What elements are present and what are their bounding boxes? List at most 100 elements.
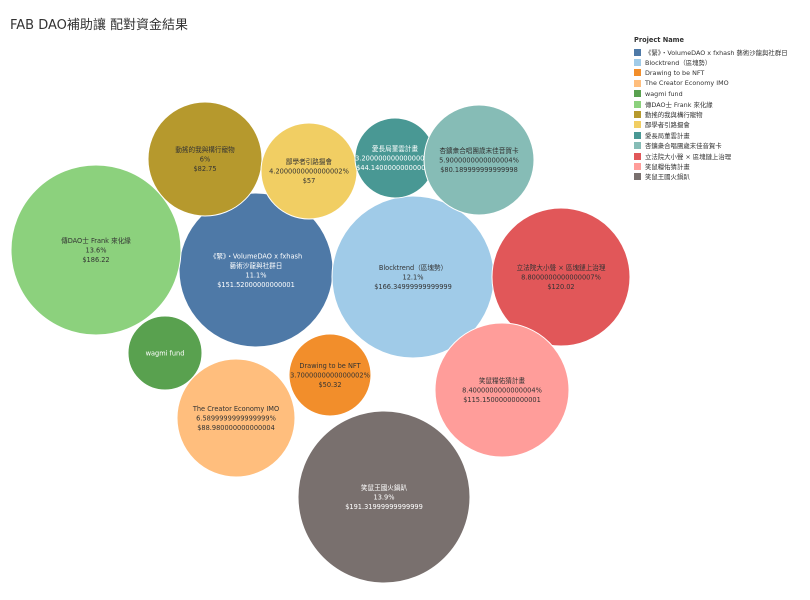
- bubble-0-percent: 11.1%: [246, 271, 267, 279]
- bubble-1-label-0: Blocktrend（區塊勢）: [379, 263, 447, 272]
- bubble-10-value: $120.02: [547, 283, 574, 291]
- legend-item-9[interactable]: 杏鑛衆合唱團歲末佳音賀卡: [634, 141, 806, 151]
- legend-item-7[interactable]: 鄙學者引路摄會: [634, 120, 806, 130]
- bubble-5-percent: 13.6%: [86, 247, 107, 255]
- chart-title: FAB DAO補助讓 配對資金結果: [10, 18, 189, 33]
- bubble-2[interactable]: Drawing to be NFT 3.7000000000000002%$50.…: [288, 333, 372, 417]
- bubble-3[interactable]: The Creator Economy IMO 6.589999999999999…: [176, 358, 296, 478]
- bubble-4-label-0: wagmi fund: [146, 350, 185, 358]
- bubble-1-value: $166.34999999999999: [374, 283, 452, 291]
- legend-item-12[interactable]: 笑鼠王國火鍋趴: [634, 172, 806, 182]
- legend-item-5[interactable]: 傳DAO士 Frank 來化緣: [634, 99, 806, 109]
- bubble-1[interactable]: Blocktrend（區塊勢） 12.1%$166.34999999999999: [331, 195, 495, 359]
- legend-item-0[interactable]: 《緊》・VolumeDAO x fxhash 藝術沙龍與社群日: [634, 47, 806, 57]
- bubble-12-label-0: 笑鼠王國火鍋趴: [361, 483, 408, 492]
- legend-label: The Creator Economy IMO: [645, 79, 729, 88]
- bubble-8-value: $44.140000000000001: [356, 164, 434, 172]
- bubble-6-label-0: 動搖的我與構行寵物: [175, 145, 235, 154]
- bubble-2-percent: 3.7000000000000002%: [290, 372, 370, 380]
- bubble-12-percent: 13.9%: [374, 494, 395, 502]
- legend-item-6[interactable]: 動搖的我與構行寵物: [634, 109, 806, 119]
- legend: Project Name 《緊》・VolumeDAO x fxhash 藝術沙龍…: [634, 36, 806, 182]
- bubble-6-circle[interactable]: [147, 101, 263, 217]
- bubble-10[interactable]: 立法院大小聲 × 區塊鏈上治理 8.8000000000000007%$120.0…: [491, 207, 631, 347]
- bubble-12-circle[interactable]: [297, 410, 471, 584]
- legend-swatch: [634, 152, 641, 160]
- bubble-11-value: $115.15000000000001: [463, 396, 541, 404]
- bubble-8-label-0: 愛長局菫雲計畫: [372, 144, 419, 153]
- bubble-7[interactable]: 鄙學者引路摄會 4.2000000000000002%$57: [260, 122, 358, 220]
- legend-swatch: [634, 48, 641, 56]
- bubble-12[interactable]: 笑鼠王國火鍋趴 13.9%$191.31999999999999: [297, 410, 471, 584]
- bubble-9-circle[interactable]: [423, 104, 535, 216]
- bubble-11-label-0: 笑鼠糧佑猜計畫: [479, 376, 526, 385]
- legend-label: Drawing to be NFT: [645, 68, 705, 77]
- legend-label: 動搖的我與構行寵物: [645, 111, 703, 120]
- bubble-6-percent: 6%: [200, 156, 210, 164]
- legend-label: 笑鼠糧佑猜計畫: [645, 162, 690, 171]
- bubble-3-label-0: The Creator Economy IMO: [192, 405, 279, 413]
- legend-item-3[interactable]: The Creator Economy IMO: [634, 78, 806, 88]
- bubble-6-value: $82.75: [193, 165, 216, 173]
- bubble-8-percent: 3.2000000000000002%: [355, 155, 435, 163]
- legend-item-2[interactable]: Drawing to be NFT: [634, 68, 806, 78]
- bubble-0-label-1: 藝術沙龍與社群日: [230, 261, 283, 270]
- legend-item-4[interactable]: wagmi fund: [634, 89, 806, 99]
- legend-items: 《緊》・VolumeDAO x fxhash 藝術沙龍與社群日 Blocktren…: [634, 47, 806, 182]
- bubble-1-percent: 12.1%: [403, 274, 424, 282]
- bubble-2-label-0: Drawing to be NFT: [299, 362, 361, 370]
- legend-item-1[interactable]: Blocktrend（區塊勢）: [634, 57, 806, 67]
- bubble-10-circle[interactable]: [491, 207, 631, 347]
- bubble-0-label-0: 《緊》・VolumeDAO x fxhash: [210, 252, 302, 260]
- bubble-10-label-0: 立法院大小聲 × 區塊鏈上治理: [517, 263, 606, 272]
- legend-swatch: [634, 162, 641, 170]
- legend-label: 鄙學者引路摄會: [645, 121, 690, 130]
- bubble-5-value: $186.22: [82, 256, 109, 264]
- bubble-3-percent: 6.5899999999999999%: [196, 415, 276, 423]
- bubble-6[interactable]: 動搖的我與構行寵物 6%$82.75: [147, 101, 263, 217]
- legend-swatch: [634, 90, 641, 98]
- legend-label: 立法院大小聲 × 區塊鏈上治理: [645, 152, 732, 161]
- bubble-3-circle[interactable]: [176, 358, 296, 478]
- bubble-7-label-0: 鄙學者引路摄會: [286, 157, 333, 166]
- bubble-4[interactable]: wagmi fund: [127, 315, 203, 391]
- legend-item-11[interactable]: 笑鼠糧佑猜計畫: [634, 161, 806, 171]
- legend-label: 愛長局菫雲計畫: [645, 131, 690, 140]
- bubble-10-percent: 8.8000000000000007%: [521, 274, 601, 282]
- bubble-9-label-0: 杏鑛衆合唱團歲末佳音賀卡: [439, 146, 519, 155]
- bubble-2-circle[interactable]: [288, 333, 372, 417]
- bubble-5-label-0: 傳DAO士 Frank 來化緣: [61, 236, 131, 245]
- bubble-7-value: $57: [303, 177, 316, 185]
- legend-item-8[interactable]: 愛長局菫雲計畫: [634, 130, 806, 140]
- bubble-3-value: $88.980000000000004: [197, 424, 275, 432]
- legend-item-10[interactable]: 立法院大小聲 × 區塊鏈上治理: [634, 151, 806, 161]
- bubble-12-value: $191.31999999999999: [345, 503, 423, 511]
- bubble-4-circle[interactable]: [127, 315, 203, 391]
- legend-label: 杏鑛衆合唱團歲末佳音賀卡: [645, 142, 722, 151]
- legend-label: Blocktrend（區塊勢）: [645, 59, 712, 68]
- legend-label: 《緊》・VolumeDAO x fxhash 藝術沙龍與社群日: [645, 48, 788, 57]
- legend-swatch: [634, 142, 641, 150]
- bubble-5-circle[interactable]: [10, 164, 182, 336]
- legend-swatch: [634, 59, 641, 67]
- bubble-11[interactable]: 笑鼠糧佑猜計畫 8.4000000000000004%$115.150000000…: [434, 322, 570, 458]
- bubble-11-circle[interactable]: [434, 322, 570, 458]
- legend-swatch: [634, 111, 641, 119]
- bubble-9-percent: 5.9000000000000004%: [439, 157, 519, 165]
- legend-title: Project Name: [634, 36, 685, 44]
- bubble-11-percent: 8.4000000000000004%: [462, 387, 542, 395]
- bubble-9[interactable]: 杏鑛衆合唱團歲末佳音賀卡 5.9000000000000004%$80.18999…: [423, 104, 535, 216]
- bubble-8[interactable]: 愛長局菫雲計畫 3.2000000000000002%$44.1400000000…: [354, 117, 436, 199]
- bubble-5[interactable]: 傳DAO士 Frank 來化緣 13.6%$186.22: [10, 164, 182, 336]
- bubble-9-value: $80.189999999999998: [440, 166, 518, 174]
- bubble-7-percent: 4.2000000000000002%: [269, 168, 349, 176]
- bubble-2-value: $50.32: [318, 381, 341, 389]
- legend-label: wagmi fund: [645, 89, 683, 98]
- legend-swatch: [634, 79, 641, 87]
- legend-label: 傳DAO士 Frank 來化緣: [645, 100, 713, 109]
- bubble-0-value: $151.52000000000001: [217, 281, 295, 289]
- legend-label: 笑鼠王國火鍋趴: [645, 173, 690, 182]
- legend-swatch: [634, 131, 641, 139]
